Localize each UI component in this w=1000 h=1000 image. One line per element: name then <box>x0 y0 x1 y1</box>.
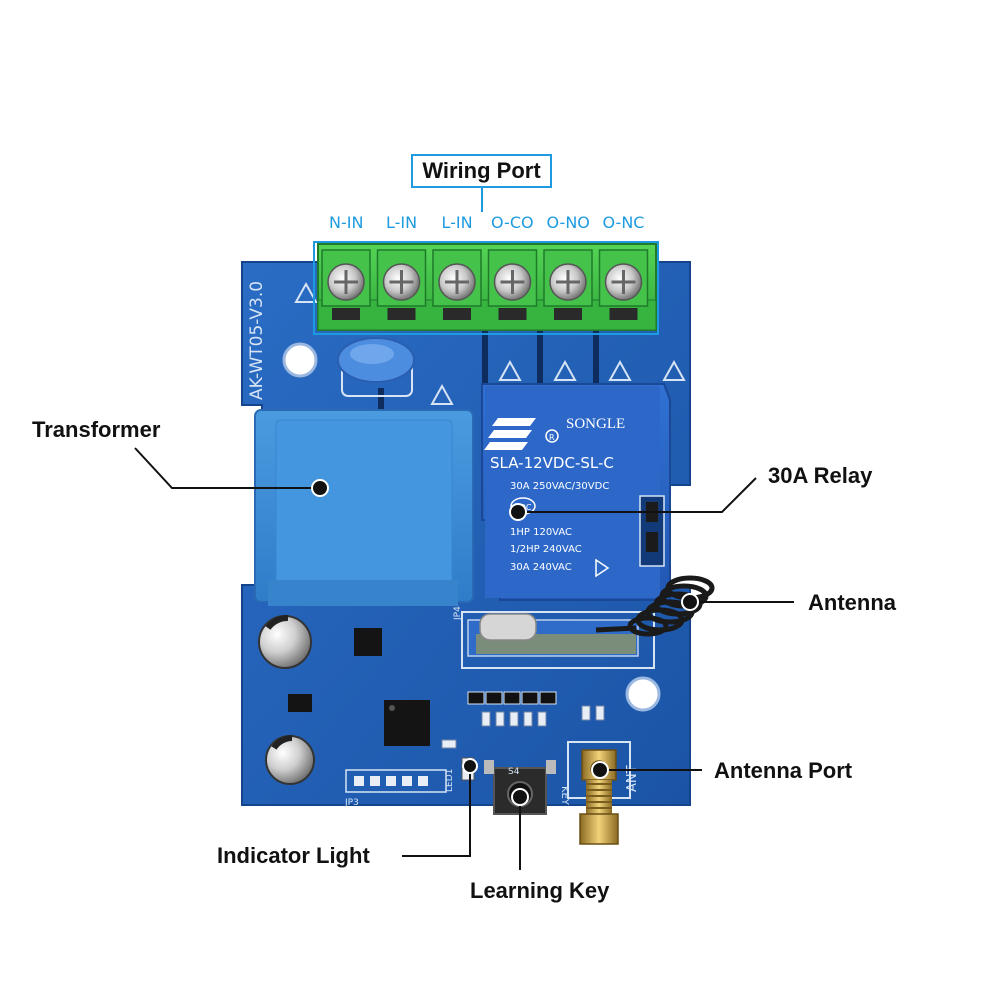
terminal-screw <box>543 249 593 320</box>
antenna-port-label: Antenna Port <box>714 758 853 783</box>
terminal-screw <box>487 249 538 320</box>
warning-icon <box>294 281 686 405</box>
terminal-screw <box>321 249 371 320</box>
svg-text:1/2HP 240VAC: 1/2HP 240VAC <box>510 544 582 555</box>
relay-model-text: SLA-12VDC-SL-C <box>490 454 614 472</box>
relay-brand-text: SONGLE <box>566 416 625 432</box>
terminal-label-l-in: L-IN <box>441 213 473 232</box>
svg-text:JP4: JP4 <box>453 606 463 621</box>
antenna-label: Antenna <box>808 590 896 615</box>
terminal-label-l-in: L-IN <box>386 213 418 232</box>
callout-leaders <box>134 447 794 870</box>
antenna-port-dot <box>591 761 609 779</box>
rf-module <box>467 613 639 657</box>
wiring-port-title: Wiring Port <box>411 154 552 188</box>
capacitor <box>258 615 312 669</box>
svg-text:30A 240VAC: 30A 240VAC <box>510 562 572 573</box>
mounting-hole <box>282 342 318 378</box>
terminal-screw <box>598 249 649 320</box>
transformer-dot <box>311 479 329 497</box>
pin-header <box>467 691 557 705</box>
svg-text:KEY: KEY <box>559 786 570 806</box>
relay-label: 30A Relay <box>768 463 873 488</box>
learning-key-dot <box>511 788 529 806</box>
transformer-label: Transformer <box>32 417 161 442</box>
wiring-port-bracket <box>313 188 659 335</box>
svg-text:30A 250VAC/30VDC: 30A 250VAC/30VDC <box>510 481 609 492</box>
learning-key-label: Learning Key <box>470 878 610 903</box>
svg-text:JP3: JP3 <box>344 798 359 808</box>
relay-dot <box>509 503 527 521</box>
transformer <box>254 409 474 606</box>
svg-text:S4: S4 <box>508 767 520 777</box>
svg-text:R: R <box>549 433 555 442</box>
songle-logo <box>484 418 536 450</box>
capacitor <box>265 735 315 785</box>
svg-text:LED1: LED1 <box>445 769 455 792</box>
terminal-screw <box>376 249 427 320</box>
relay: R SONGLE SLA-12VDC-SL-C 30A 250VAC/30VDC… <box>481 383 671 601</box>
indicator-light-dot <box>462 758 478 774</box>
svg-text:ANT: ANT <box>625 765 640 792</box>
microcontroller <box>384 700 430 746</box>
terminal-label-o-no: O-NO <box>546 213 590 232</box>
terminal-label-o-nc: O-NC <box>602 213 645 232</box>
indicator-light-label: Indicator Light <box>217 843 370 868</box>
antenna-dot <box>681 593 699 611</box>
terminal-label-o-co: O-CO <box>491 213 534 232</box>
tactile-switch <box>484 760 556 815</box>
terminal-label-n-in: N-IN <box>329 213 364 232</box>
mounting-hole <box>625 676 661 712</box>
board-model-label: AK-WT05-V3.0 <box>247 281 267 400</box>
terminal-screw <box>432 249 482 320</box>
varistor <box>337 337 415 397</box>
callout-dots <box>311 479 699 806</box>
svg-text:1HP 120VAC: 1HP 120VAC <box>510 527 572 538</box>
